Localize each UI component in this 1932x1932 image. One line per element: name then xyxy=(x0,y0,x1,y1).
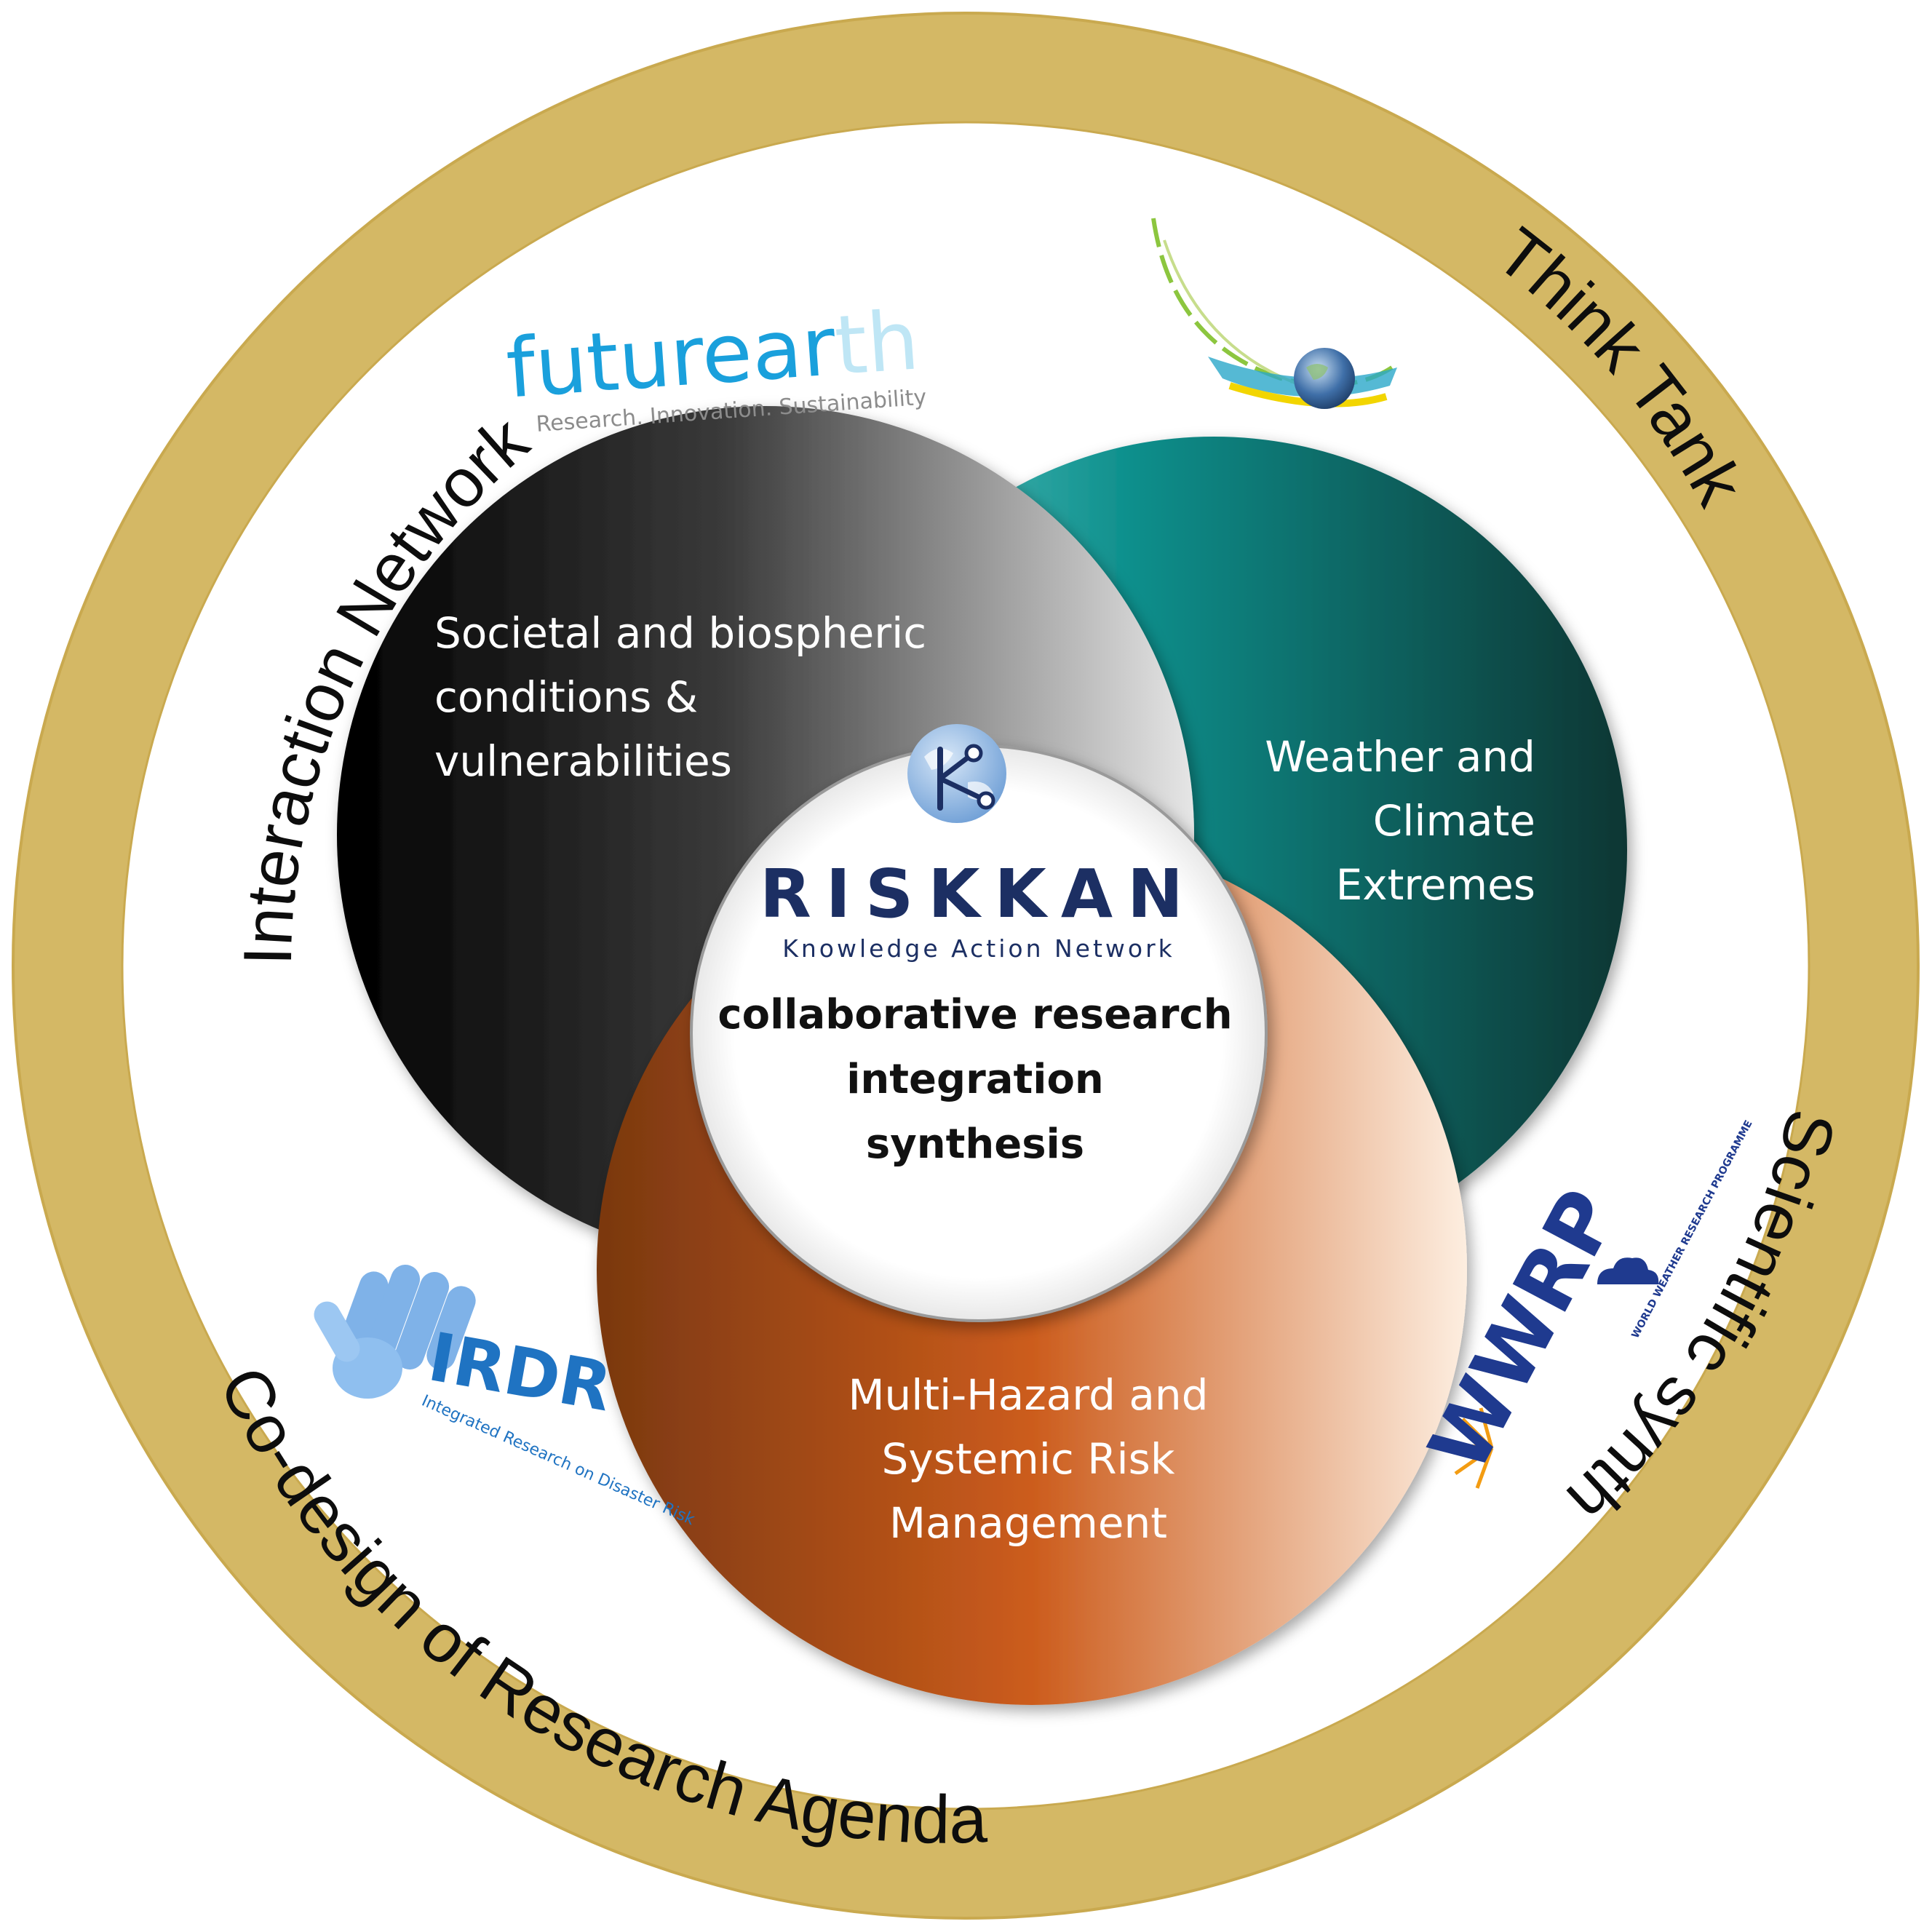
hand-icon xyxy=(314,1265,476,1399)
earth-icon xyxy=(1294,348,1355,409)
center-line-2: integration xyxy=(846,1056,1104,1103)
weather-line-1: Weather and xyxy=(1265,732,1535,782)
hazard-line-3: Management xyxy=(889,1498,1167,1548)
weather-line-2: Climate xyxy=(1373,796,1535,846)
weather-label: Weather and Climate Extremes xyxy=(1265,732,1535,910)
riskkan-brand-name: RISKKAN xyxy=(760,855,1198,933)
ring-label-think-tank: Think Tank xyxy=(1483,213,1759,518)
societal-label: Societal and biospheric conditions & vul… xyxy=(434,608,926,786)
outer-ring xyxy=(13,13,1918,1918)
outer-ring-edge-outer xyxy=(12,12,1920,1920)
hazard-line-1: Multi-Hazard and xyxy=(848,1370,1208,1420)
societal-line-2: conditions & xyxy=(434,672,698,722)
weather-line-3: Extremes xyxy=(1336,860,1535,910)
outer-ring-edge-inner xyxy=(121,121,1810,1810)
hazard-label: Multi-Hazard and Systemic Risk Managemen… xyxy=(848,1370,1208,1548)
future-earth-logo-text: futurearth xyxy=(504,293,922,416)
societal-line-3: vulnerabilities xyxy=(434,736,732,786)
hazard-line-2: Systemic Risk xyxy=(882,1434,1175,1484)
riskkan-brand-subtitle: Knowledge Action Network xyxy=(782,934,1175,963)
cloud-icon xyxy=(1597,1257,1659,1284)
riskkan-globe-icon xyxy=(907,724,1006,823)
wcrp-logo: esearch Progr xyxy=(1151,218,1399,434)
future-earth-logo: futurearth Research. Innovation. Sustain… xyxy=(504,293,928,437)
center-line-1: collaborative research xyxy=(717,991,1232,1038)
societal-line-1: Societal and biospheric xyxy=(434,608,926,658)
center-line-3: synthesis xyxy=(866,1121,1084,1168)
sunburst-icon xyxy=(1451,1407,1494,1489)
